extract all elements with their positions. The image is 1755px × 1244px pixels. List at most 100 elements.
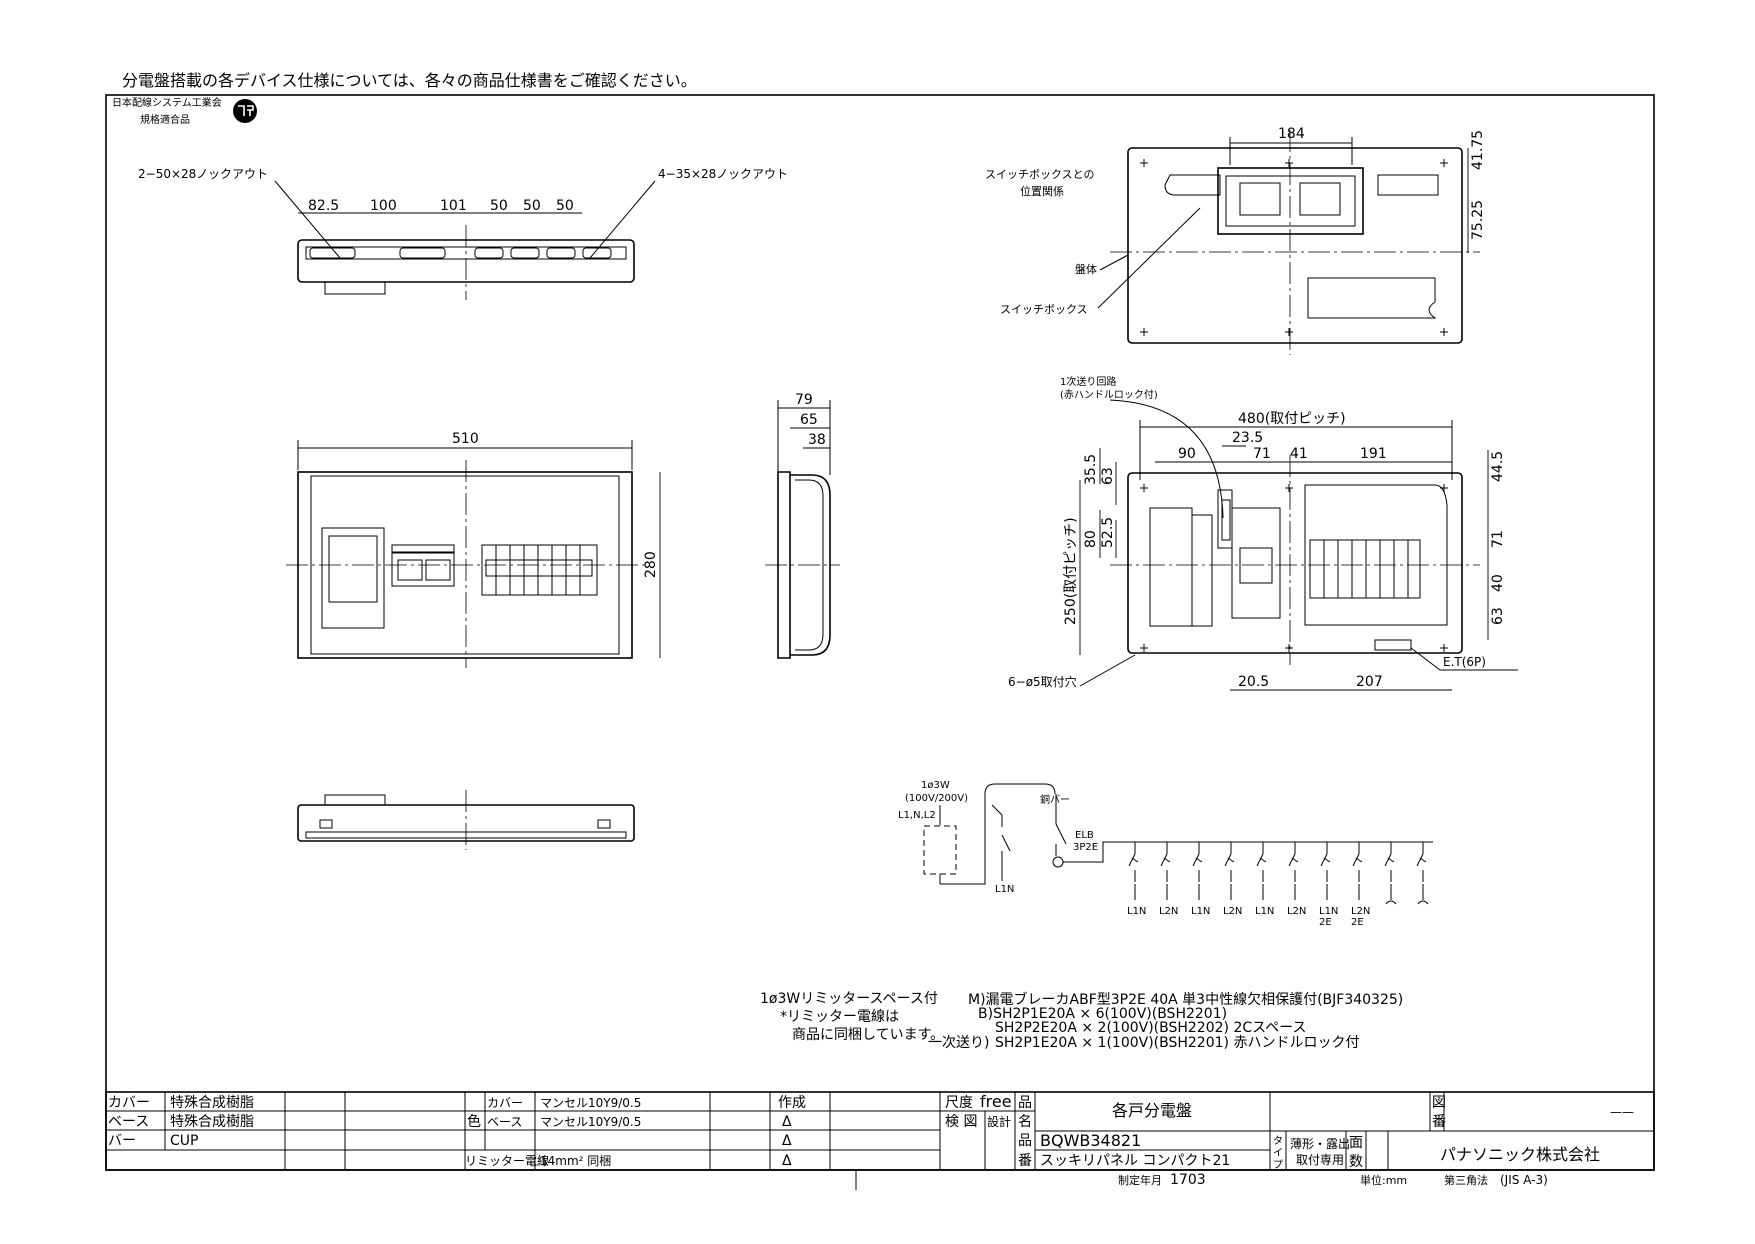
- internal-view: 1次送り回路 (赤ハンドルロック付) 480(取付ピッチ) 23.5 90 71…: [1008, 375, 1518, 691]
- tb-base-val: 特殊合成樹脂: [170, 1114, 254, 1130]
- tb-design-label: 設計: [987, 1114, 1011, 1129]
- tb-name-label-2: 名: [1018, 1114, 1032, 1130]
- feed-label-2: (赤ハンドルロック付): [1060, 388, 1158, 401]
- feed-label-1: 1次送り回路: [1060, 375, 1116, 388]
- tb-drawing-label-1: 図: [1432, 1095, 1446, 1111]
- branch-label: L1N: [1127, 906, 1146, 917]
- limiter-note-3: 商品に同梱しています。: [792, 1027, 944, 1043]
- front-view: 510 280: [286, 431, 661, 668]
- tb-type-val-2: 取付専用: [1296, 1153, 1344, 1167]
- tb-type-label-1: タ: [1273, 1135, 1283, 1147]
- tb-base-color-label: ベース: [487, 1115, 522, 1129]
- bottom-view: [297, 790, 635, 850]
- dim-235: 23.5: [1232, 430, 1263, 446]
- tb-scale-val: free: [980, 1092, 1012, 1111]
- branch-label: L1N: [1319, 906, 1338, 917]
- front-width-dim: 510: [452, 431, 479, 447]
- tb-tri-1: Δ: [782, 1114, 792, 1130]
- tb-standard: (JIS A-3): [1500, 1173, 1548, 1187]
- relation-label-2: 位置関係: [1020, 184, 1064, 198]
- tb-bar-label: バー: [108, 1133, 136, 1149]
- spec-b1: B)SH2P1E20A × 6(100V)(BSH2201): [978, 1006, 1227, 1022]
- branch-label: L1N: [1191, 906, 1210, 917]
- tb-scale-label: 尺度: [945, 1095, 973, 1111]
- tb-cover-color-label: カバー: [487, 1096, 523, 1110]
- tb-face-label-2: 数: [1349, 1154, 1363, 1170]
- branch-circuit: [1416, 842, 1429, 905]
- assoc-line2: 規格適合品: [140, 113, 190, 126]
- dim-90: 90: [1178, 446, 1196, 462]
- elb-label-2: 3P2E: [1073, 842, 1098, 853]
- dim-71r: 71: [1490, 530, 1506, 548]
- pitch-v-label: 250(取付ピッチ): [1063, 517, 1079, 625]
- tb-tri-2: Δ: [782, 1133, 792, 1149]
- tb-made-label: 作成: [778, 1095, 806, 1111]
- branch-label: L2N: [1351, 906, 1370, 917]
- branch-circuit: L1N: [1127, 842, 1146, 917]
- switchbox-view: スイッチボックスとの 位置関係 盤体 スイッチボックス 184 41.75 75…: [985, 126, 1486, 355]
- dim-41: 41: [1290, 446, 1308, 462]
- title-block: カバー 特殊合成樹脂 ベース 特殊合成樹脂 バー CUP 色 カバー マンセル1…: [105, 1091, 1655, 1190]
- tb-cover-color-val: マンセル10Y9/0.5: [540, 1096, 641, 1110]
- tb-no-label-2: 番: [1018, 1153, 1032, 1169]
- dim-205: 20.5: [1238, 674, 1269, 690]
- tb-no-label-1: 品: [1018, 1133, 1032, 1149]
- tb-limiter-label: リミッター電線: [465, 1153, 549, 1168]
- branch-circuit: [1384, 842, 1397, 905]
- knockout-right-label: 4−35×28ノックアウト: [658, 167, 788, 181]
- branch-circuit: L1N: [1255, 842, 1274, 917]
- dim-71: 71: [1253, 446, 1271, 462]
- tb-product-name: 各戸分電盤: [1112, 1101, 1192, 1120]
- spec-m: M)漏電ブレーカABF型3P2E 40A 単3中性線欠相保護付(BJF34032…: [968, 991, 1403, 1008]
- tb-name-label-1: 品: [1018, 1095, 1032, 1111]
- limiter-note-2: *リミッター電線は: [780, 1009, 899, 1025]
- switchbox-dim-7525: 75.25: [1470, 200, 1486, 240]
- pitch-h-label: 480(取付ピッチ): [1238, 411, 1346, 427]
- side-dim-38: 38: [808, 432, 826, 448]
- hole-label: 6−ø5取付穴: [1008, 674, 1077, 689]
- dim-525: 52.5: [1100, 517, 1116, 548]
- dim-445: 44.5: [1490, 451, 1506, 482]
- top-dim-5: 50: [523, 198, 541, 214]
- supply-label-3: L1,N,L2: [898, 810, 936, 821]
- tb-projection: 第三角法: [1444, 1173, 1488, 1187]
- top-dim-3: 101: [440, 198, 467, 214]
- dim-63a: 63: [1100, 467, 1116, 485]
- branch-circuit: L1N: [1191, 842, 1210, 917]
- tb-company: パナソニック株式会社: [1440, 1145, 1600, 1164]
- branch-label: L2N: [1287, 906, 1306, 917]
- tb-unit: 単位:mm: [1360, 1173, 1407, 1187]
- relation-label-1: スイッチボックスとの: [985, 168, 1095, 181]
- branch-circuit: L2N: [1223, 842, 1242, 917]
- switchbox-label: スイッチボックス: [1000, 303, 1088, 316]
- top-dim-6: 50: [556, 198, 574, 214]
- side-dim-79: 79: [795, 392, 813, 408]
- tb-drawing-val: ——: [1610, 1105, 1634, 1119]
- elb-label-1: ELB: [1075, 830, 1094, 841]
- jwds-logo-icon: [233, 99, 257, 123]
- tb-cover-val: 特殊合成樹脂: [170, 1095, 254, 1111]
- body-label: 盤体: [1075, 262, 1097, 276]
- tb-color-label: 色: [467, 1113, 481, 1130]
- tb-base-color-val: マンセル10Y9/0.5: [540, 1115, 641, 1129]
- tb-type-label-3: プ: [1273, 1159, 1283, 1171]
- dim-207: 207: [1356, 674, 1383, 690]
- tb-face-label-1: 面: [1349, 1135, 1363, 1151]
- spec-feed: SH2P1E20A × 1(100V)(BSH2201) 赤ハンドルロック付: [995, 1035, 1359, 1051]
- tb-type-label-2: イ: [1273, 1148, 1283, 1159]
- branch-label: 2E: [1319, 917, 1332, 928]
- branch-label: L2N: [1159, 906, 1178, 917]
- top-view: 2−50×28ノックアウト 4−35×28ノックアウト 82.5 100 101…: [138, 167, 788, 300]
- single-line-schematic: 1ø3W (100V/200V) L1,N,L2 銅バー L1N ELB 3P2…: [898, 780, 1433, 928]
- branch-label: 2E: [1351, 917, 1364, 928]
- front-breaker-row: [481, 544, 598, 596]
- dim-40: 40: [1490, 574, 1506, 592]
- dim-191: 191: [1360, 446, 1387, 462]
- branch-label: L2N: [1223, 906, 1242, 917]
- tb-drawing-label-2: 番: [1432, 1114, 1446, 1130]
- dim-63r: 63: [1490, 607, 1506, 625]
- tb-tri-3: Δ: [782, 1153, 792, 1169]
- tb-series: スッキリパネル コンパクト21: [1040, 1153, 1230, 1169]
